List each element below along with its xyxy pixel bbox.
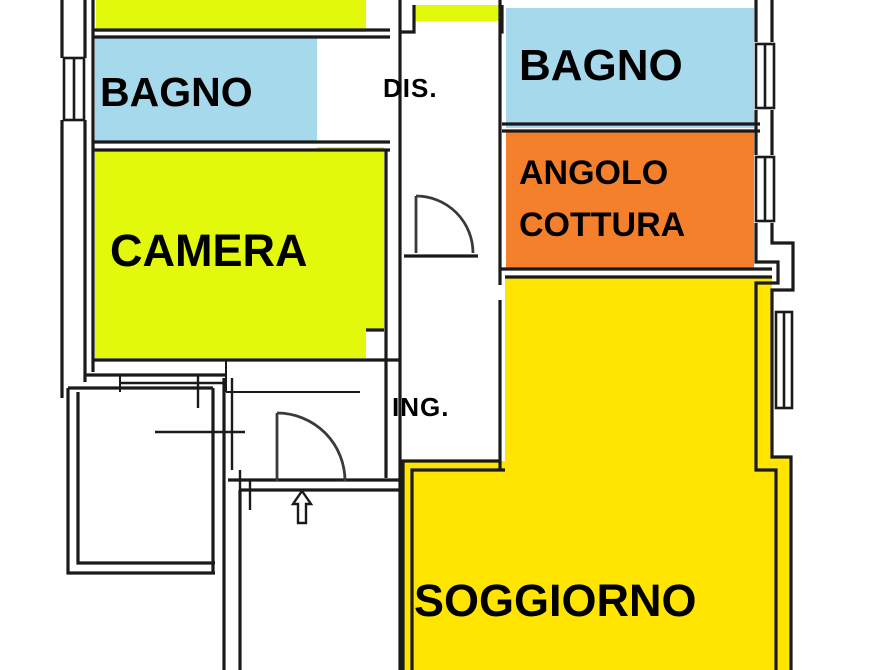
wall-soggiorno-step-inner bbox=[410, 468, 505, 670]
wall-balcony-inner bbox=[76, 392, 215, 565]
wall-balcony bbox=[66, 388, 215, 575]
room-fill-camera-top bbox=[96, 0, 366, 32]
dimension-ticks bbox=[120, 375, 252, 510]
room-fills bbox=[95, 0, 791, 670]
wall-soggiorno-step bbox=[401, 459, 500, 670]
wall-outer-right bbox=[770, 0, 795, 670]
room-fill-angolo-cottura bbox=[506, 131, 754, 269]
entry-arrow-icon bbox=[290, 488, 314, 525]
room-fill-soggiorno bbox=[403, 277, 791, 670]
door-arc-ingresso bbox=[276, 411, 347, 482]
door-arc-disimpegno bbox=[415, 194, 475, 254]
wall-outer-right-inner bbox=[754, 0, 780, 670]
doors bbox=[275, 194, 478, 482]
room-fill-bagno-left bbox=[95, 37, 317, 142]
walls bbox=[60, 0, 795, 670]
room-fill-bagno-right bbox=[506, 8, 754, 128]
room-fill-camera bbox=[95, 150, 384, 358]
wall-top-dis2 bbox=[500, 5, 504, 34]
room-fill-top-sliver bbox=[414, 5, 502, 21]
door-disimpegno bbox=[404, 194, 478, 258]
window-symbols bbox=[62, 42, 794, 410]
door-ingresso bbox=[275, 411, 347, 482]
wall-top-dis bbox=[400, 5, 416, 34]
subdivision-lines bbox=[119, 360, 360, 393]
